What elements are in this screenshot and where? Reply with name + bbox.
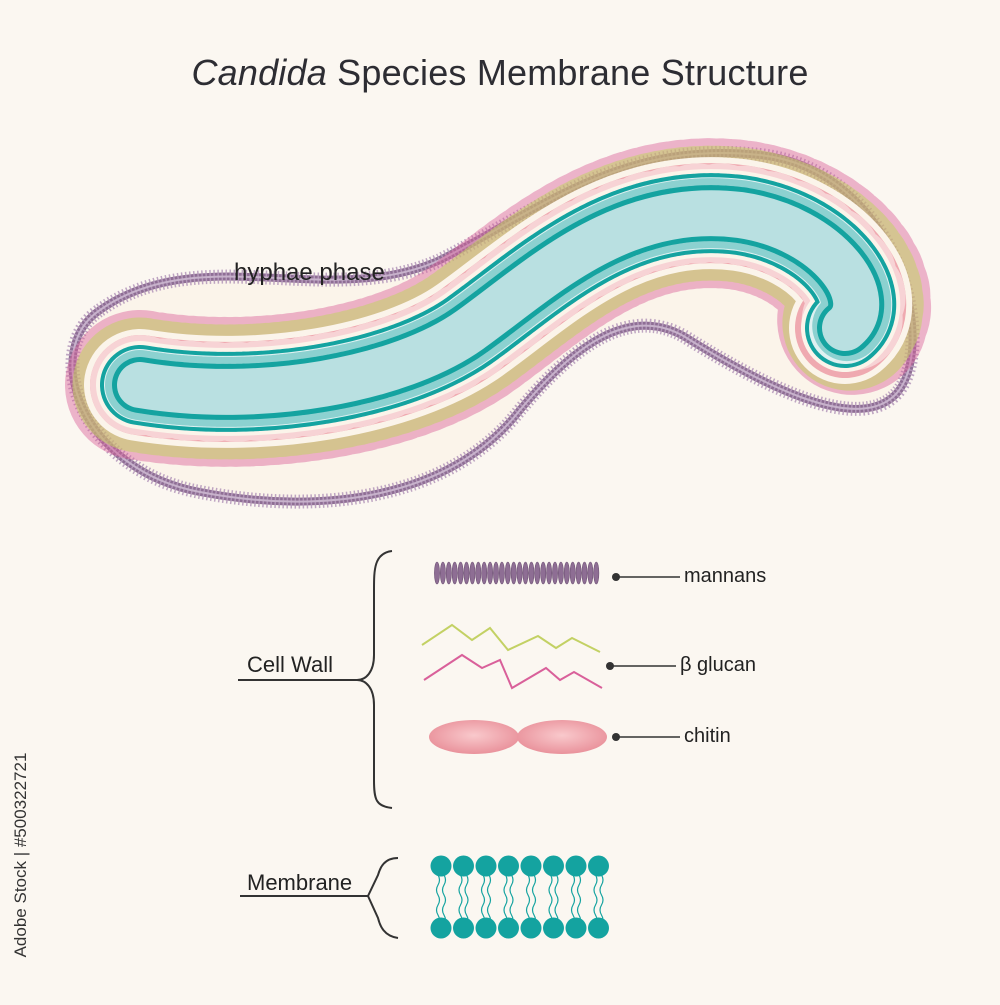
lipid-tail	[464, 874, 469, 926]
chitin-ellipse-left	[429, 720, 519, 754]
mannan-coil-segment	[563, 561, 570, 585]
lipid-tail	[441, 874, 447, 926]
mannan-coil-segment	[540, 561, 547, 585]
mannan-coil-segment	[510, 561, 517, 585]
lipid-head	[498, 855, 519, 877]
mannan-coil-segment	[581, 561, 588, 585]
lipid-head	[543, 917, 564, 939]
lipid-head	[475, 917, 497, 939]
lipid-tail	[435, 874, 441, 926]
mannan-coil-segment	[469, 561, 476, 585]
mannan-coil-segment	[546, 561, 552, 585]
lipid-head	[453, 917, 474, 939]
lipid-tail	[525, 874, 531, 926]
hyphae-phase-label: hyphae phase	[234, 259, 385, 286]
mannan-coil-segment	[463, 561, 470, 585]
lipid-tail	[458, 874, 463, 926]
mannan-coil-segment	[516, 561, 523, 585]
mannan-coil-segment	[445, 561, 452, 585]
lipid-head	[520, 855, 542, 877]
lipid-head	[453, 855, 474, 877]
mannan-inner-edge	[71, 151, 914, 503]
mannan-coil-segment	[558, 561, 564, 585]
diagram-title: Candida Species Membrane Structure	[0, 52, 1000, 94]
mannans-key-graphic	[434, 561, 600, 585]
mannan-coil-segment	[593, 561, 600, 585]
mannan-coil-segment	[493, 561, 499, 585]
lipid-head	[543, 855, 564, 877]
cell-wall-brace	[356, 550, 393, 809]
title-rest: Species Membrane Structure	[326, 52, 809, 93]
mannan-coil-segment	[439, 561, 446, 585]
mannans-label: mannans	[684, 565, 767, 587]
lipid-head	[565, 855, 587, 877]
stock-watermark: Adobe Stock | #500322721	[6, 753, 36, 958]
mannan-coil-segment	[534, 561, 541, 585]
glucan-pink-strand	[423, 653, 603, 690]
mannan-coil-segment	[522, 561, 529, 585]
membrane-bilayer-graphic	[430, 855, 609, 939]
lipid-head	[588, 855, 609, 877]
mannan-coil-segment	[575, 561, 582, 585]
membrane-label: Membrane	[247, 870, 353, 895]
mannan-coil-segment	[528, 561, 535, 585]
lipid-head	[565, 917, 587, 939]
mannan-coil-segment	[481, 561, 488, 585]
chitin-ellipse-right	[517, 720, 607, 754]
lipid-head	[498, 917, 519, 939]
watermark-text: Adobe Stock | #500322721	[11, 752, 30, 958]
mannan-coil-segment	[457, 561, 464, 585]
mannan-coil-segment	[434, 561, 440, 585]
title-genus: Candida	[191, 52, 327, 93]
membrane-brace	[366, 857, 399, 939]
mannan-coil-segment	[587, 561, 594, 585]
lipid-tail	[480, 874, 486, 926]
lipid-tail	[593, 874, 598, 926]
lipid-tail	[599, 874, 604, 926]
cell-wall-label: Cell Wall	[247, 652, 333, 677]
hyphae-cell	[65, 138, 932, 509]
lipid-tail	[531, 874, 537, 926]
lipid-tail	[509, 874, 514, 926]
lipid-tail	[570, 874, 576, 926]
lipid-tail	[548, 874, 553, 926]
lipid-tail	[486, 874, 492, 926]
mannan-coil-segment	[504, 561, 511, 585]
lipid-head	[520, 917, 542, 939]
mannan-coil-segment	[451, 561, 458, 585]
lipid-head	[588, 917, 609, 939]
mannan-coil-segment	[498, 561, 505, 585]
cytoplasm	[117, 190, 880, 415]
glucan-green-strand	[421, 623, 601, 653]
lipid-tail	[503, 874, 508, 926]
chitin-label: chitin	[684, 725, 731, 747]
mannan-coil-segment	[552, 561, 558, 585]
lipid-head	[430, 917, 452, 939]
glucan-label: β glucan	[680, 654, 756, 676]
mannan-coil-segment	[487, 561, 493, 585]
lipid-tail	[554, 874, 559, 926]
lipid-head	[475, 855, 497, 877]
mannan-coil-segment	[475, 561, 482, 585]
lipid-tail	[576, 874, 582, 926]
mannan-coil-segment	[569, 561, 576, 585]
lipid-head	[430, 855, 452, 877]
